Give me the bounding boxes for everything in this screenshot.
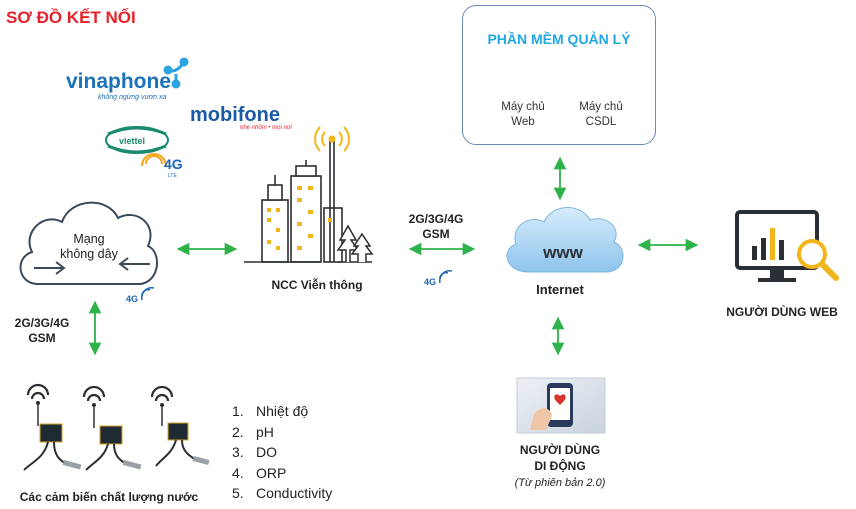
vinaphone-logo-text: vinaphone	[66, 70, 171, 93]
isp-tower-signal-icon	[314, 126, 350, 152]
wireless-network-line1: Mạng	[73, 232, 105, 246]
cloud-4g-badge: 4G	[126, 286, 155, 304]
mobifone-logo: mobifone nhẹ nhõm • mọi nơi	[190, 104, 292, 131]
isp-buildings-icon	[244, 140, 372, 263]
management-software-panel: PHẦN MỀM QUẢN LÝ Máy chủ Web Máy chủ CSD…	[462, 5, 656, 145]
internet-label: Internet	[536, 282, 584, 297]
diagram-title: SƠ ĐỒ KẾT NỐI	[6, 8, 136, 27]
mobile-user-label: NGƯỜI DÙNG DI ĐỘNG	[500, 442, 620, 474]
mobile-user-phone-icon	[516, 377, 606, 434]
left-link-label: 2G/3G/4G GSM	[6, 316, 78, 346]
viettel-4g-text: 4G	[164, 156, 183, 172]
mid-link-line2: GSM	[422, 227, 450, 241]
web-server-label: Máy chủ Web	[493, 100, 553, 130]
parameter-text: ORP	[256, 464, 287, 481]
sensor-1-icon	[23, 383, 82, 471]
sensor-3-icon	[150, 385, 210, 467]
mobifone-tagline: nhẹ nhõm • mọi nơi	[240, 125, 292, 131]
parameter-text: Conductivity	[256, 485, 333, 501]
parameter-item: 4. ORP	[232, 463, 332, 484]
viettel-logo: viettel 4G LTE	[105, 126, 183, 179]
mid-4g-badge: 4G	[424, 269, 453, 287]
parameter-number: 4.	[232, 464, 244, 481]
viettel-lte-text: LTE	[168, 173, 177, 179]
parameter-item: 5. Conductivity	[232, 483, 332, 504]
web-server-line2: Web	[511, 116, 535, 128]
wireless-network-line2: không dây	[60, 247, 118, 261]
parameter-item: 1. Nhiệt độ	[232, 401, 332, 422]
web-server-line1: Máy chủ	[501, 101, 545, 113]
mobile-user-line1: NGƯỜI DÙNG	[519, 443, 601, 457]
db-server-label: Máy chủ CSDL	[571, 100, 631, 130]
management-software-title: PHẦN MỀM QUẢN LÝ	[487, 31, 631, 47]
db-server-line2: CSDL	[585, 116, 617, 128]
parameter-number: 1.	[232, 403, 244, 419]
vinaphone-tagline: không ngừng vươn xa	[98, 94, 166, 101]
mid-link-label: 2G/3G/4G GSM	[400, 212, 472, 242]
web-user-label: NGƯỜI DÙNG WEB	[726, 305, 838, 319]
viettel-logo-text: viettel	[119, 136, 145, 146]
wireless-network-label: Mạng không dây	[52, 232, 126, 262]
svg-text:4G: 4G	[424, 277, 436, 287]
sensor-2-icon	[82, 385, 142, 471]
isp-label: NCC Viễn thông	[271, 278, 363, 292]
db-server-line1: Máy chủ	[579, 101, 623, 113]
internet-www-text: www	[542, 243, 583, 262]
parameter-text: pH	[256, 423, 274, 440]
parameter-item: 2. pH	[232, 422, 332, 443]
parameter-item: 3. DO	[232, 442, 332, 463]
vinaphone-logo: vinaphone không ngừng vươn xa	[66, 57, 189, 101]
parameter-text: DO	[256, 444, 277, 460]
parameter-number: 2.	[232, 423, 244, 440]
magnifier-icon	[797, 239, 839, 281]
mobifone-logo-text: mobifone	[190, 104, 280, 126]
parameter-list: 1. Nhiệt độ 2. pH 3. DO 4. ORP 5. Conductivit…	[232, 401, 332, 504]
internet-cloud-icon: www	[506, 207, 624, 273]
parameter-text: Nhiệt độ	[256, 403, 309, 419]
connection-arrows	[88, 156, 699, 356]
parameter-number: 5.	[232, 485, 244, 501]
isp-trees-icon	[336, 224, 374, 262]
mobile-user-version-note: (Từ phiên bản 2.0)	[514, 477, 606, 489]
left-link-line2: GSM	[28, 331, 56, 345]
sensors-label: Các cảm biến chất lượng nước	[19, 490, 199, 504]
mid-link-line1: 2G/3G/4G	[408, 212, 464, 226]
isp-windows	[267, 186, 332, 250]
wireless-cloud-icon	[19, 201, 159, 285]
mobile-user-line2: DI ĐỘNG	[534, 459, 586, 473]
left-link-line1: 2G/3G/4G	[14, 316, 70, 330]
parameter-number: 3.	[232, 444, 244, 460]
svg-text:4G: 4G	[126, 294, 138, 304]
